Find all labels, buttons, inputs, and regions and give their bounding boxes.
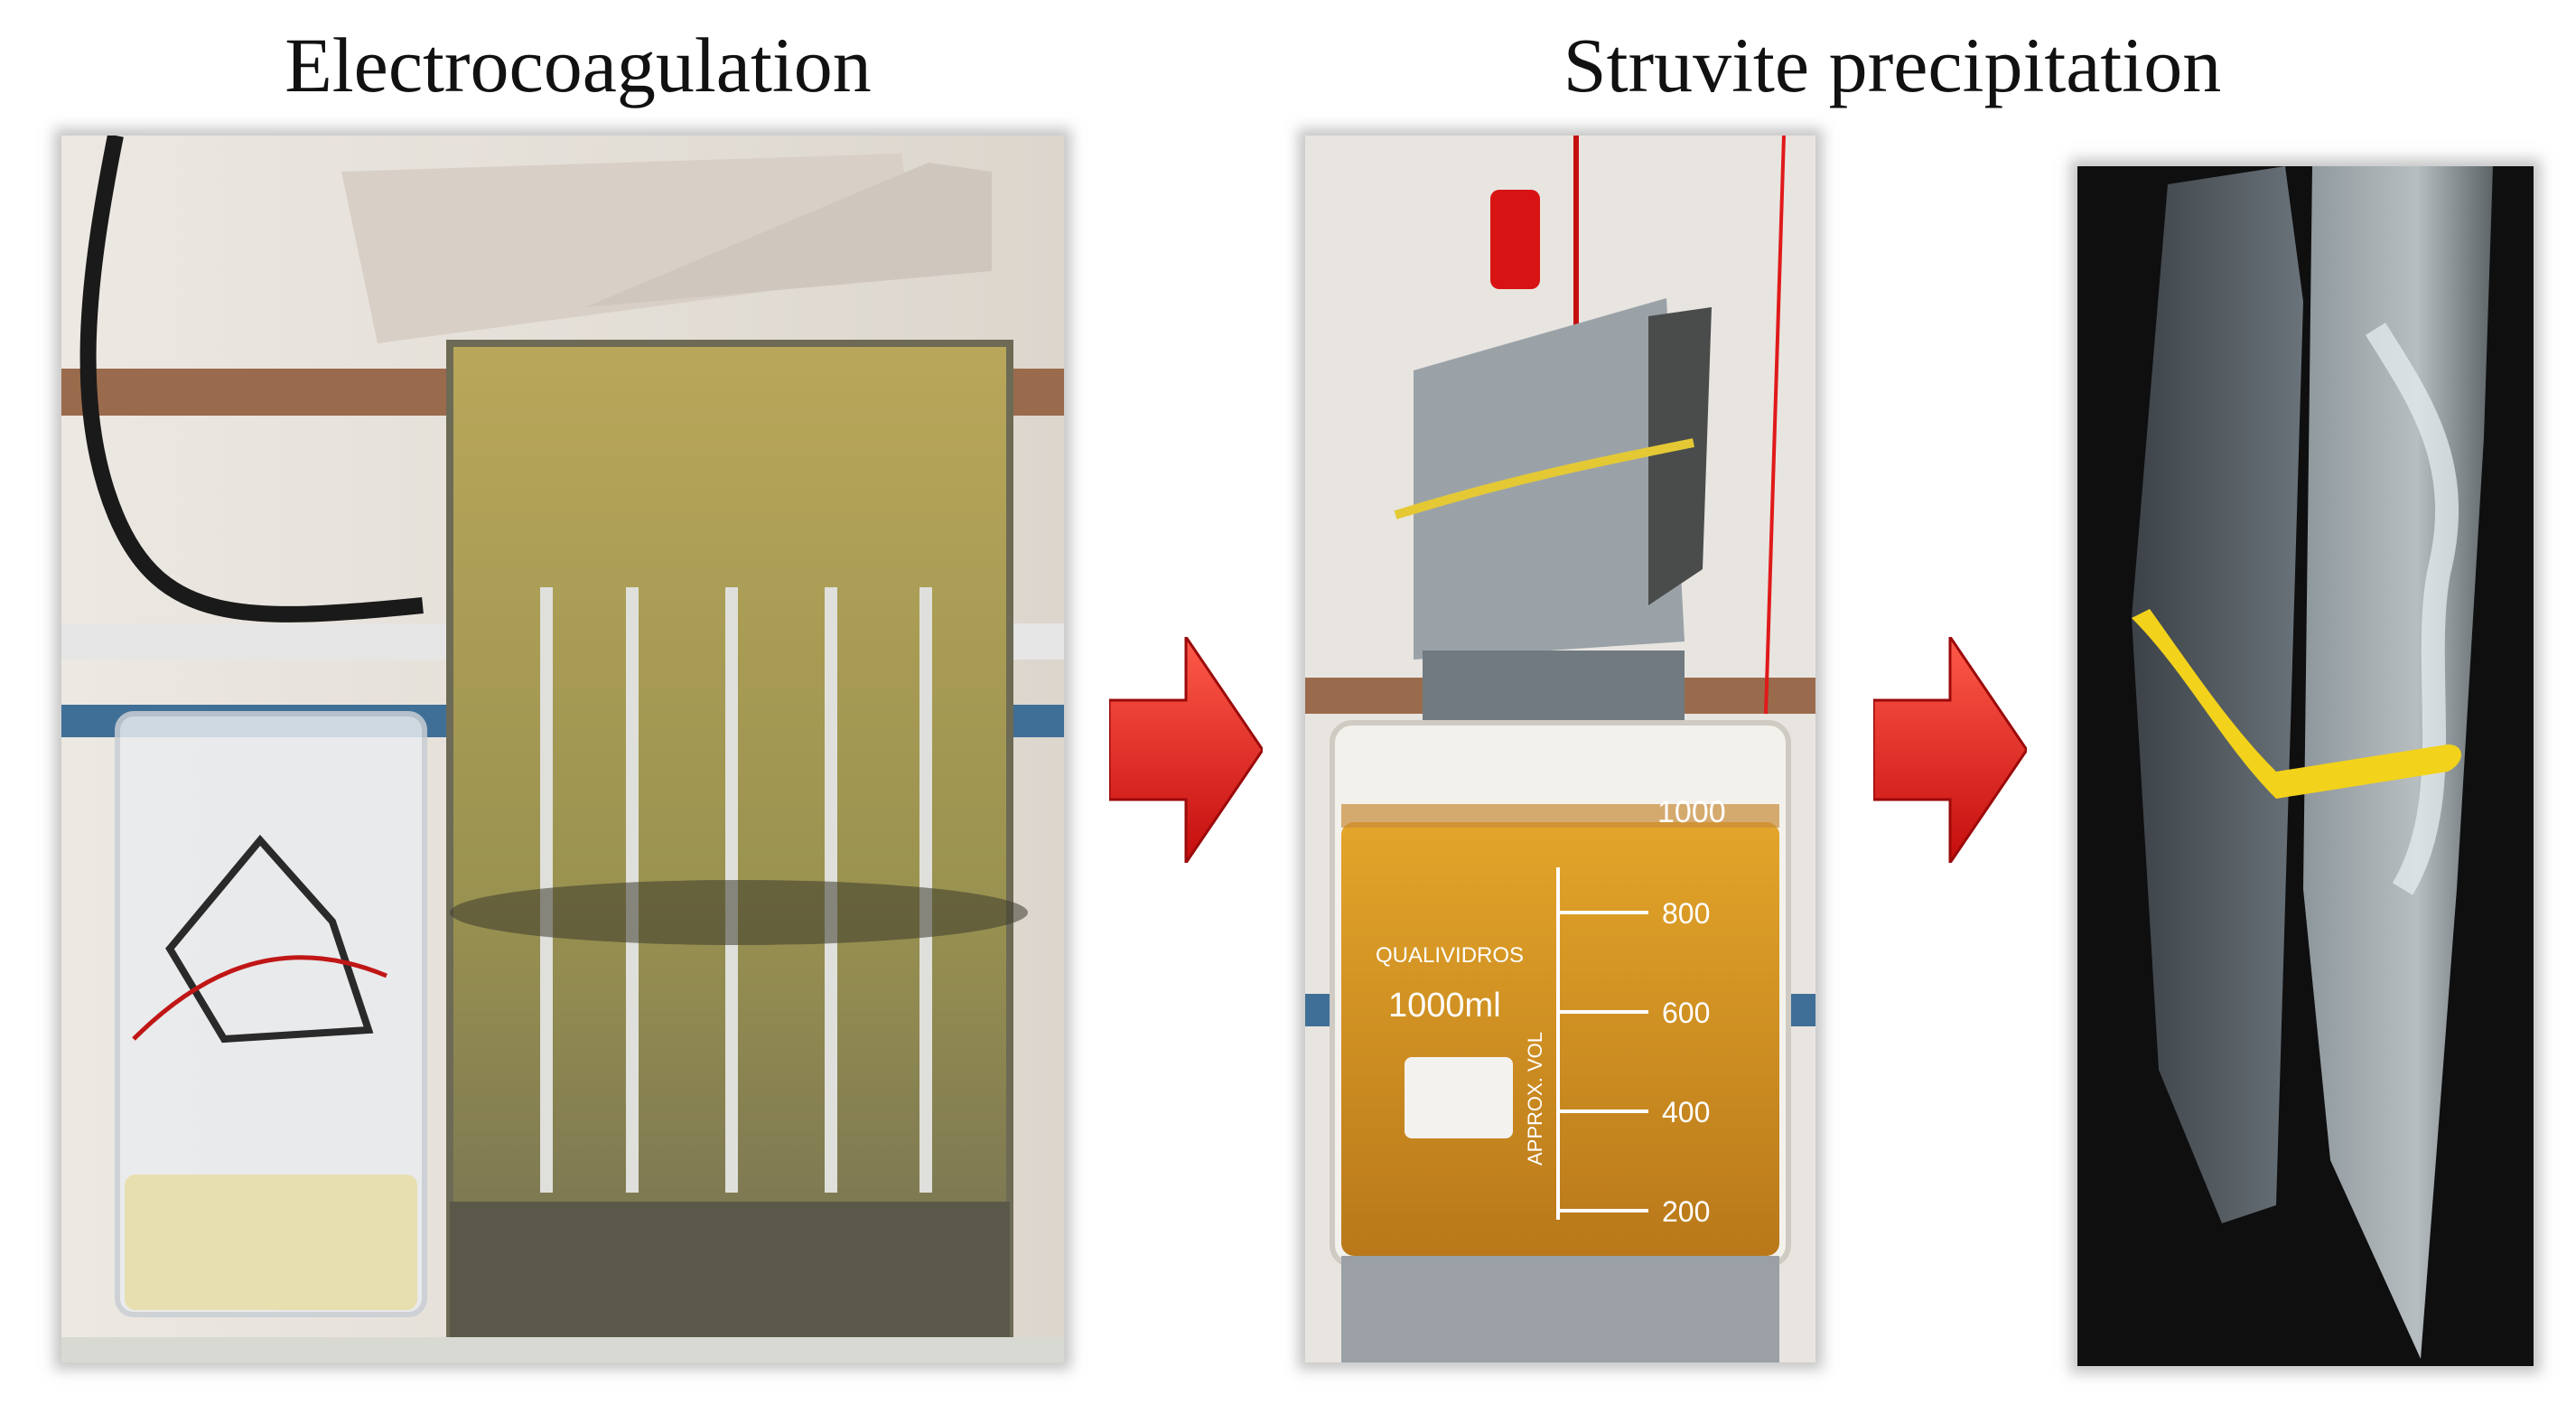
process-arrow-1 — [1109, 637, 1263, 863]
beaker-mark-600: 600 — [1662, 997, 1710, 1029]
beaker-mark-800: 800 — [1662, 897, 1710, 930]
process-arrow-2 — [1873, 637, 2027, 863]
electrocoagulation-title: Electrocoagulation — [285, 22, 872, 108]
beaker-approx-vol: APPROX. VOL — [1524, 1032, 1546, 1166]
struvite-precipitation-title: Struvite precipitation — [1563, 22, 2222, 108]
electrocoagulation-photo — [61, 136, 1064, 1362]
beaker-capacity: 1000ml — [1388, 987, 1501, 1025]
beaker-brand: QUALIVIDROS — [1376, 943, 1524, 968]
beaker-mark-200: 200 — [1662, 1195, 1710, 1228]
beaker-mark-400: 400 — [1662, 1096, 1710, 1128]
struvite-beaker-photo: 1000 800 600 400 200 QUALIVIDROS 1000ml … — [1305, 136, 1815, 1362]
electrodes-deposit-photo — [2077, 166, 2534, 1366]
beaker-top-mark: 1000 — [1657, 795, 1726, 829]
